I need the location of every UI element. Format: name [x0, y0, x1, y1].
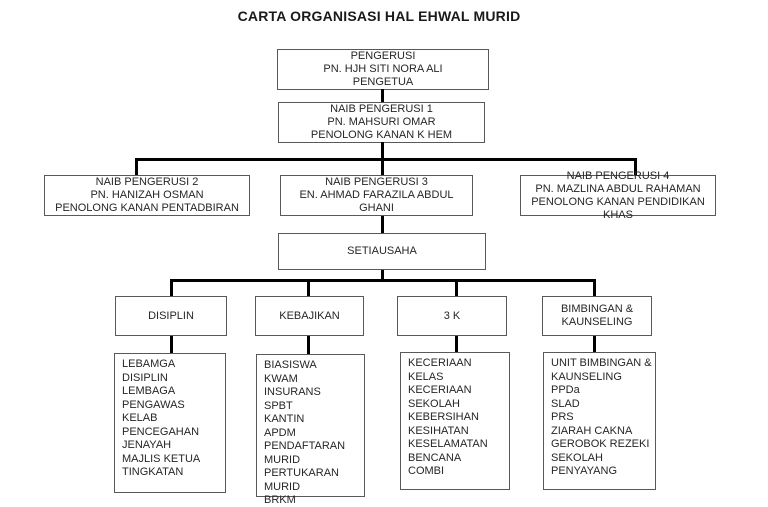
box-setiausaha: SETIAUSAHA	[278, 233, 486, 270]
text-line: INSURANS	[264, 386, 321, 398]
text-line: KEBERSIHAN	[408, 411, 479, 423]
text-line: KANTIN	[264, 413, 305, 425]
connector-line	[135, 158, 138, 175]
text-line: KAUNSELING	[551, 370, 622, 383]
text-line: PENGERUSI	[350, 50, 416, 62]
text-line: MAJLIS KETUA	[122, 452, 201, 465]
connector-line	[593, 336, 596, 353]
text-line: KECERIAAN KELAS	[408, 357, 472, 383]
text-line: SEKOLAH	[551, 451, 603, 464]
text-line: PN. HANIZAH OSMAN	[90, 189, 204, 201]
text-line: BRKM	[264, 494, 296, 506]
text-line: NAIB PENGERUSI 4	[566, 169, 670, 182]
box-unit-bimbingan-kaunseling: BIMBINGAN & KAUNSELING	[542, 296, 652, 336]
text-line: LEMBAGA	[122, 385, 176, 397]
text-line: JENAYAH	[122, 439, 172, 451]
text-line: PRS	[551, 411, 574, 423]
text-line: KECERIAAN	[408, 384, 472, 396]
text-line: TINGKATAN	[122, 466, 184, 478]
text-line: PENCEGAHAN	[122, 425, 200, 438]
box-unit-disiplin: DISIPLIN	[115, 296, 227, 336]
text-line: MURID	[264, 480, 301, 493]
text-line: PPDa	[551, 384, 580, 396]
text-line: NAIB PENGERUSI 3	[325, 176, 428, 188]
text-line: PN. MAZLINA ABDUL RAHAMAN	[535, 182, 701, 195]
text-line: KWAM	[264, 372, 298, 385]
text-line: PENYAYANG	[551, 465, 618, 477]
connector-line	[455, 336, 458, 353]
text-line: ZIARAH CAKNA	[551, 424, 633, 437]
text-line: SEKOLAH	[408, 397, 460, 410]
connector-line	[455, 279, 458, 296]
text-line: PENGAWAS	[122, 398, 185, 411]
text-line: PN. MAHSURI OMAR	[327, 116, 436, 128]
text-line: PENDAFTARAN	[264, 440, 346, 452]
connector-line	[381, 89, 384, 103]
text-line: KESIHATAN	[408, 424, 469, 437]
text-line: PENOLONG KANAN K HEM	[310, 129, 453, 141]
connector-line	[307, 279, 310, 296]
text-line: PENOLONG KANAN PENDIDIKAN KHAS	[531, 195, 705, 221]
text-line: PERTUKARAN	[264, 467, 339, 479]
connector-line	[170, 279, 173, 296]
text-line: NAIB PENGERUSI 2	[95, 176, 199, 188]
text-line: GEROBOK REZEKI	[551, 438, 650, 450]
text-line: PENGETUA	[352, 76, 414, 88]
text-line: BENCANA	[408, 451, 462, 464]
text-line: SETIAUSAHA	[347, 245, 417, 257]
text-line: NAIB PENGERUSI 1	[330, 103, 433, 115]
chart-title: CARTA ORGANISASI HAL EHWAL MURID	[237, 8, 521, 24]
connector-line	[381, 270, 384, 282]
text-line: KELAB	[122, 412, 158, 424]
connector-line	[593, 279, 596, 296]
connector-line	[307, 336, 310, 354]
connector-line	[381, 142, 384, 159]
text-line: MURID	[264, 453, 301, 466]
connector-line	[381, 216, 384, 233]
box-unit-kebajikan: KEBAJIKAN	[255, 296, 364, 336]
text-line: PENOLONG KANAN PENTADBIRAN	[55, 202, 239, 214]
connector-line	[170, 336, 173, 353]
text-line: COMBI	[408, 465, 445, 477]
box-unit-3k: 3 K	[397, 296, 507, 336]
connector-line	[381, 158, 384, 175]
text-line: SPBT	[264, 399, 293, 412]
text-line: UNIT BIMBINGAN &	[551, 357, 652, 369]
connector-line	[135, 158, 637, 161]
text-line: APDM	[264, 426, 296, 439]
text-line: EN. AHMAD FARAZILA ABDUL GHANI	[299, 189, 454, 214]
connector-line	[634, 158, 637, 175]
text-line: KESELAMATAN	[408, 438, 488, 450]
text-line: PN. HJH SITI NORA ALI	[323, 63, 443, 75]
text-line: BIASISWA	[264, 359, 317, 371]
text-line: SLAD	[551, 397, 580, 410]
connector-line	[170, 279, 596, 282]
text-line: LEBAMGA DISIPLIN	[122, 358, 175, 384]
